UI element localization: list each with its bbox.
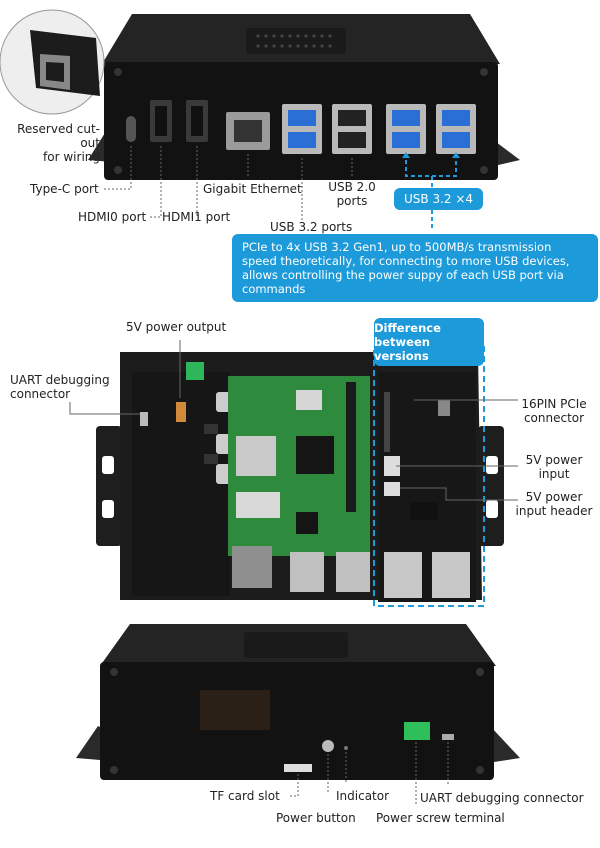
hdmi0-port-label: HDMI0 port (78, 210, 147, 224)
front-panel-illustration (0, 9, 520, 228)
usb32-x4-badge: USB 3.2 ×4 (394, 188, 484, 210)
pcie-16pin-connector-label: 16PIN PCIe connector (521, 397, 587, 425)
power-output-5v-label: 5V power output (126, 320, 227, 334)
uart-debugging-connector-label: UART debugging connector (10, 373, 110, 401)
reserved-cutout-label: Reserved cut-out for wiring (17, 122, 100, 164)
pcie-description-callout: PCIe to 4x USB 3.2 Gen1, up to 500MB/s t… (232, 234, 598, 302)
power-input-header-5v-label: 5V power input header (515, 490, 593, 518)
hdmi1-port-label: HDMI1 port (162, 210, 231, 224)
usb20-ports-label: USB 2.0 ports (328, 180, 376, 208)
typec-port-label: Type-C port (30, 182, 99, 196)
rear-panel-illustration (76, 624, 520, 804)
power-screw-terminal-label: Power screw terminal (376, 811, 505, 825)
gigabit-ethernet-label: Gigabit Ethernet (203, 182, 302, 196)
usb32-ports-label: USB 3.2 ports (270, 220, 353, 234)
indicator-label: Indicator (336, 789, 390, 803)
board-illustration (69, 340, 518, 607)
uart-debugging-connector-rear-label: UART debugging connector (420, 791, 584, 805)
tf-card-slot-label: TF card slot (210, 789, 280, 803)
power-input-5v-label: 5V power input (525, 453, 583, 481)
difference-between-versions-label: Difference between versions (374, 318, 484, 366)
power-button-label: Power button (276, 811, 356, 825)
